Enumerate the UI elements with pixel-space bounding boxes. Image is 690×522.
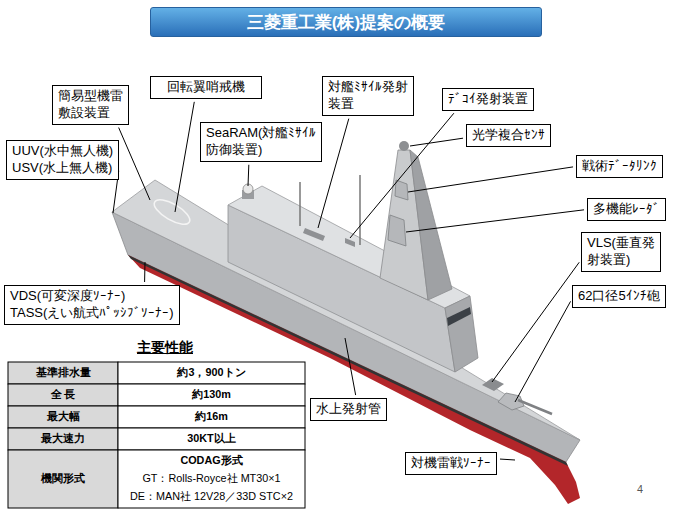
table-cell: DE：MAN社 12V28／33D STC×2 bbox=[118, 488, 305, 506]
callout-box: 対機雷戦ｿｰﾅｰ bbox=[405, 452, 497, 475]
callout-text: TASS(えい航式ﾊﾟｯｼﾌﾞｿｰﾅｰ) bbox=[10, 305, 174, 322]
table-cell-bg bbox=[118, 428, 305, 450]
mast-side bbox=[410, 150, 452, 300]
table-cell-bg bbox=[8, 384, 118, 406]
callout-box: SeaRAM(対艦ﾐｻｲﾙ 防御装置) bbox=[200, 122, 322, 162]
table-cell: 約130m bbox=[118, 384, 305, 406]
callout-text: SeaRAM(対艦ﾐｻｲﾙ 防御装置) bbox=[206, 125, 316, 159]
callout-text: VLS(垂直発 射装置) bbox=[587, 235, 655, 269]
callout-box: VLS(垂直発 射装置) bbox=[581, 232, 661, 272]
leader-line bbox=[408, 167, 573, 192]
callout-text: 対艦ﾐｻｲﾙ発射 装置 bbox=[328, 79, 408, 113]
callout-text: 対機雷戦ｿｰﾅｰ bbox=[411, 455, 491, 472]
spec-table bbox=[8, 362, 305, 508]
callout-box: 戦術ﾃﾞｰﾀﾘﾝｸ bbox=[576, 155, 663, 178]
table-cell-bg bbox=[118, 406, 305, 428]
callout-box: 回転翼哨戒機 bbox=[150, 76, 262, 99]
leader-line bbox=[119, 128, 150, 200]
table-cell-bg bbox=[8, 362, 118, 384]
callout-box: UUV(水中無人機)USV(水上無人機) bbox=[6, 140, 119, 180]
callout-box: 62口径5ｲﾝﾁ砲 bbox=[572, 285, 666, 308]
leader-line bbox=[515, 301, 571, 402]
table-cell-bg bbox=[8, 450, 118, 508]
callout-text: 水上発射管 bbox=[316, 401, 381, 418]
leader-line bbox=[144, 262, 145, 282]
callout-text: 多機能ﾚｰﾀﾞ bbox=[593, 201, 660, 218]
callout-box: 簡易型機雷 敷設装置 bbox=[52, 85, 129, 125]
leader-line bbox=[350, 113, 454, 238]
table-cell: 約16m bbox=[118, 406, 305, 428]
table-cell: 30KT以上 bbox=[118, 428, 305, 450]
gun-barrel bbox=[518, 400, 552, 414]
table-cell: GT：Rolls-Royce社 MT30×1 bbox=[118, 470, 305, 488]
table-cell-bg bbox=[8, 428, 118, 450]
callout-text: 光学複合ｾﾝｻ bbox=[472, 127, 545, 144]
callout-text: 簡易型機雷 敷設装置 bbox=[58, 88, 123, 122]
callout-box: 対艦ﾐｻｲﾙ発射 装置 bbox=[322, 76, 414, 116]
datalink-panel bbox=[395, 180, 408, 200]
leader-line bbox=[318, 119, 349, 228]
title-text: 三菱重工業(株)提案の概要 bbox=[247, 11, 445, 34]
table-cell: CODAG形式 bbox=[118, 452, 305, 470]
antenna bbox=[299, 182, 301, 226]
callout-box: 光学複合ｾﾝｻ bbox=[466, 124, 551, 147]
callout-box: VDS(可変深度ｿｰﾅｰ)TASS(えい航式ﾊﾟｯｼﾌﾞｿｰﾅｰ) bbox=[4, 285, 180, 325]
callout-text: 回転翼哨戒機 bbox=[156, 79, 256, 96]
decoy-launcher bbox=[345, 238, 355, 247]
antenna bbox=[359, 175, 361, 245]
callout-text: 戦術ﾃﾞｰﾀﾘﾝｸ bbox=[582, 158, 657, 175]
table-cell: 基準排水量 bbox=[8, 362, 118, 384]
table-cell-bg bbox=[118, 384, 305, 406]
leader-line bbox=[406, 210, 584, 232]
leader-line bbox=[175, 102, 194, 212]
callout-box: ﾃﾞｺｲ発射装置 bbox=[442, 88, 534, 111]
table-heading: 主要性能 bbox=[110, 337, 220, 359]
missile-launcher bbox=[303, 228, 325, 241]
callout-text: USV(水上無人機) bbox=[12, 160, 113, 177]
table-cell-bg bbox=[118, 362, 305, 384]
table-cell: 最大幅 bbox=[8, 406, 118, 428]
callout-text: VDS(可変深度ｿｰﾅｰ) bbox=[10, 288, 174, 305]
table-cell: 最大速力 bbox=[8, 428, 118, 450]
page-number: 4 bbox=[626, 480, 654, 498]
leader-line bbox=[410, 138, 463, 146]
leader-line bbox=[345, 338, 356, 395]
callout-box: 水上発射管 bbox=[310, 398, 387, 421]
table-cell-bg bbox=[8, 406, 118, 428]
table-cell: 約3，900トン bbox=[118, 362, 305, 384]
callout-text: UUV(水中無人機) bbox=[12, 143, 113, 160]
callout-text: ﾃﾞｺｲ発射装置 bbox=[448, 91, 528, 108]
table-cell: 機関形式 bbox=[8, 450, 118, 508]
title-banner: 三菱重工業(株)提案の概要 bbox=[150, 7, 542, 37]
bridge-windows bbox=[447, 307, 471, 326]
callout-box: 多機能ﾚｰﾀﾞ bbox=[587, 198, 666, 221]
leader-line bbox=[500, 459, 515, 461]
callout-text: 62口径5ｲﾝﾁ砲 bbox=[578, 288, 660, 305]
optical-sensor bbox=[399, 141, 409, 151]
leader-line bbox=[248, 165, 250, 186]
table-cell-bg bbox=[118, 450, 305, 508]
table-cell: 全 長 bbox=[8, 384, 118, 406]
flight-deck-marking bbox=[151, 195, 194, 229]
superstructure-front bbox=[445, 296, 478, 372]
radar-panel bbox=[388, 215, 406, 246]
